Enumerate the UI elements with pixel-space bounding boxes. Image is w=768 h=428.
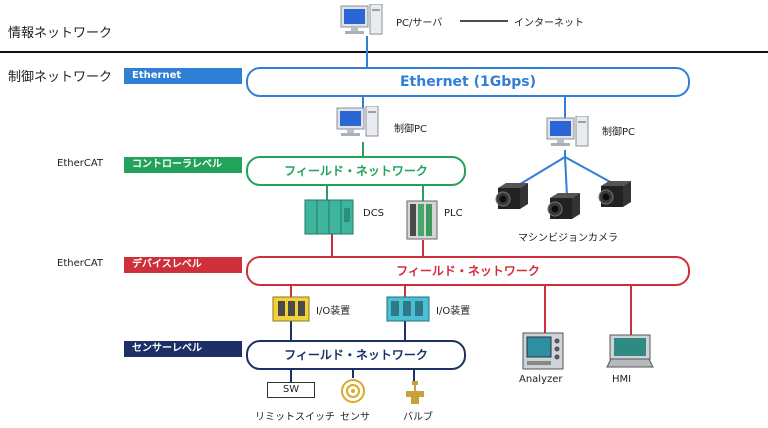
tag-controller-level: コントローラレベル: [124, 157, 242, 173]
ethercat-label-2: EtherCAT: [57, 258, 103, 269]
camera-icon: [598, 181, 631, 207]
pc-server-icon: [340, 4, 383, 35]
limit-switch-label: リミットスイッチ: [255, 412, 335, 423]
control-pc-1-icon: [336, 106, 379, 137]
analyzer-label: Analyzer: [519, 374, 563, 385]
valve-icon: [406, 381, 424, 404]
pc-server-label: PC/サーバ: [396, 18, 443, 29]
control-network-label: 制御ネットワーク: [8, 70, 113, 85]
camera-icon: [547, 193, 580, 219]
device-field-bus: フィールド・ネットワーク: [246, 256, 690, 286]
io-device-1-label: I/O装置: [316, 306, 351, 317]
info-network-label: 情報ネットワーク: [8, 26, 113, 41]
plc-icon: [406, 200, 438, 240]
hmi-label: HMI: [612, 374, 632, 385]
control-pc-1-label: 制御PC: [394, 124, 428, 135]
sensor-icon: [341, 379, 365, 403]
controller-field-bus: フィールド・ネットワーク: [246, 156, 466, 186]
ethernet-bus: Ethernet (1Gbps): [246, 67, 690, 97]
analyzer-icon: [522, 332, 564, 370]
control-pc-2-icon: [546, 116, 589, 147]
sensor-label: センサ: [340, 412, 370, 423]
control-pc-2-label: 制御PC: [602, 127, 636, 138]
camera-icon: [495, 183, 528, 209]
vision-link-1: [516, 156, 566, 187]
tag-device-level: デバイスレベル: [124, 257, 242, 273]
machine-vision-label: マシンビジョンカメラ: [518, 233, 618, 244]
valve-label: バルブ: [403, 412, 433, 423]
tag-ethernet: Ethernet: [124, 68, 242, 84]
plc-label: PLC: [444, 208, 463, 219]
internet-label: インターネット: [514, 18, 584, 29]
tag-sensor-level: センサーレベル: [124, 341, 242, 357]
vision-link-2: [564, 156, 568, 197]
vision-link-3: [564, 156, 615, 185]
dcs-cabinet-icon: [304, 199, 354, 235]
dcs-label: DCS: [363, 208, 385, 219]
io-device-2-icon: [386, 296, 430, 322]
sensor-field-bus: フィールド・ネットワーク: [246, 340, 466, 370]
io-device-1-icon: [272, 296, 310, 322]
sw-box: SW: [267, 382, 315, 398]
ethercat-label-1: EtherCAT: [57, 158, 103, 169]
io-device-2-label: I/O装置: [436, 306, 471, 317]
hmi-icon: [606, 334, 654, 368]
